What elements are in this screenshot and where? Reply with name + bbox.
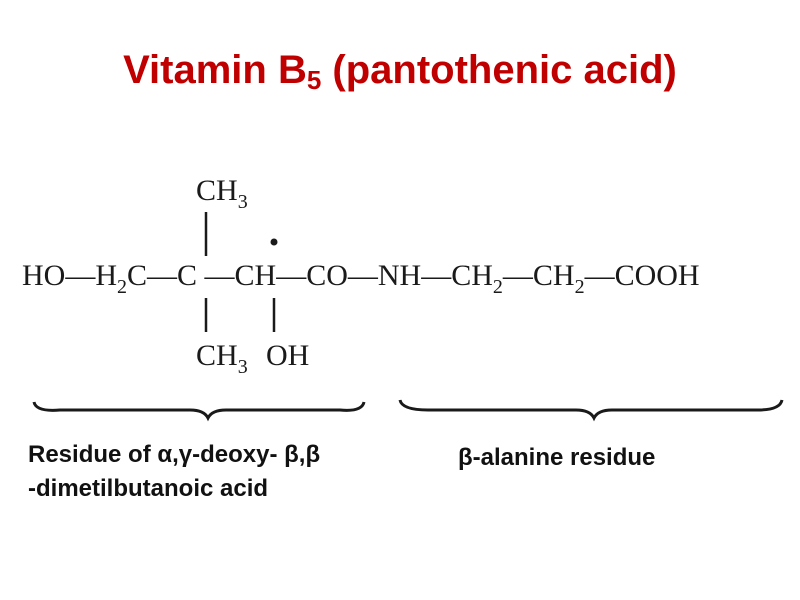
slide-title: Vitamin B5 (pantothenic acid) — [0, 48, 800, 96]
title-main: Vitamin B — [123, 48, 307, 92]
formula-ch3-top: CH3 — [196, 174, 248, 213]
label-right-residue: β-alanine residue — [458, 444, 656, 471]
formula-main-chain: HO—H2C—C —CH—CO—NH—CH2—CH2—COOH — [22, 259, 700, 298]
formula-ch3-bottom: CH3 — [196, 339, 248, 378]
label-left-line2: -dimetilbutanoic acid — [28, 475, 269, 502]
brace-right — [398, 399, 784, 422]
formula-oh-bottom: OH — [266, 339, 309, 372]
label-left-line1: Residue of α,γ-deoxy- β,β — [28, 441, 321, 468]
title-subscript: 5 — [306, 65, 322, 95]
title-rest: (pantothenic acid) — [321, 48, 677, 92]
chiral-center-dot — [270, 238, 278, 246]
brace-left — [32, 401, 366, 422]
label-left-residue: Residue of α,γ-deoxy- β,β -dimetilbutano… — [28, 438, 448, 506]
